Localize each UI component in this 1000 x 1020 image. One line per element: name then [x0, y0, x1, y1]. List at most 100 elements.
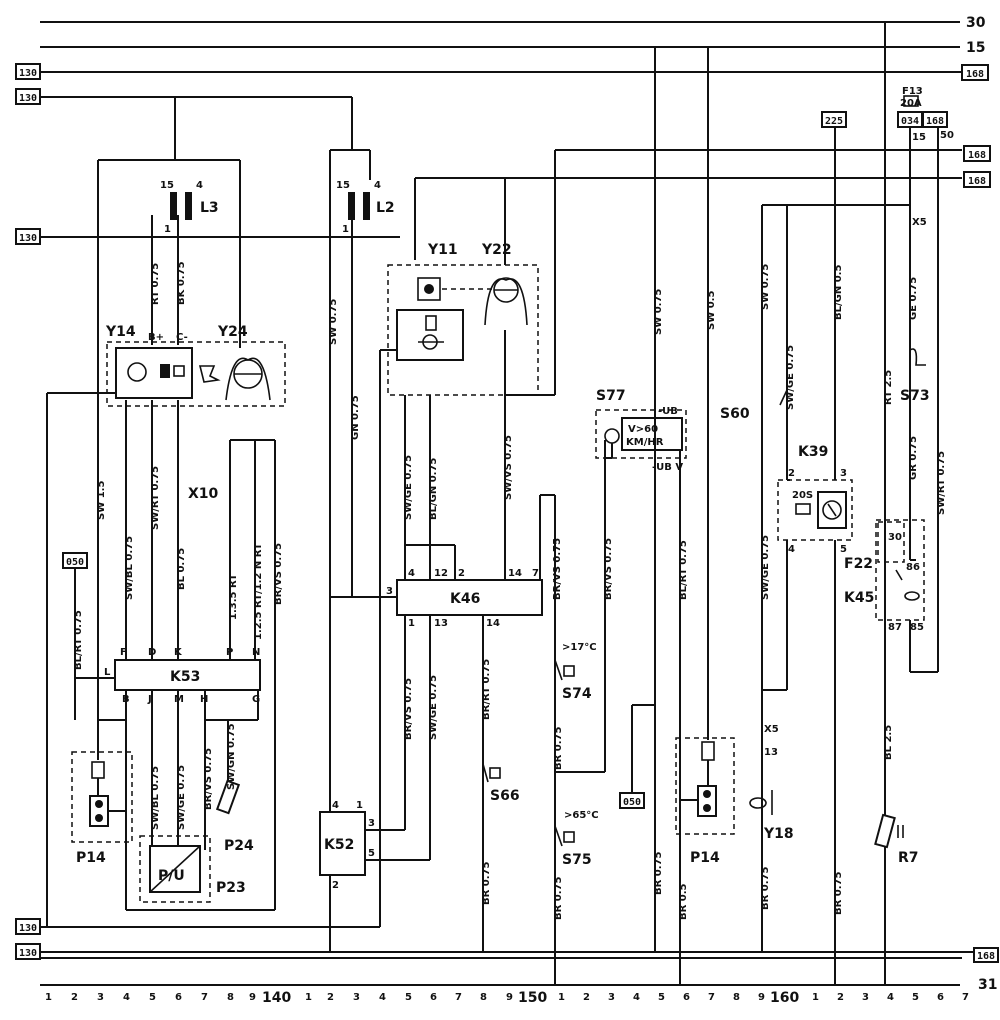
S74-symbol — [554, 659, 575, 681]
svg-text:15: 15 — [160, 180, 174, 191]
svg-text:12: 12 — [434, 568, 448, 579]
svg-text:9: 9 — [506, 992, 513, 1003]
svg-text:160: 160 — [770, 990, 799, 1006]
svg-text:F: F — [120, 647, 127, 658]
wire-label: BR 0.75 — [833, 871, 844, 915]
wire-label: SW/GE 0.75 — [760, 535, 771, 600]
svg-text:5: 5 — [405, 992, 412, 1003]
P23-label: P23 — [216, 880, 246, 896]
svg-text:4: 4 — [788, 544, 795, 555]
K46-block — [396, 579, 543, 616]
Y24-label: Y24 — [217, 324, 248, 340]
svg-text:X5: X5 — [764, 724, 779, 735]
F22-label: F22 — [844, 556, 873, 572]
wire-label: RT 0.75 — [150, 263, 161, 305]
svg-text:7: 7 — [962, 992, 969, 1003]
K39-label: K39 — [798, 444, 828, 460]
P23-block: P/U — [139, 835, 211, 903]
svg-text:1: 1 — [812, 992, 819, 1003]
svg-text:4: 4 — [123, 992, 130, 1003]
F13-amps: 20A — [900, 98, 922, 109]
S74-temp: >17°C — [562, 642, 597, 653]
ref-box-130-c: 130 — [15, 228, 41, 245]
S77-block — [595, 409, 687, 459]
middle-wiring — [329, 149, 962, 985]
S66-symbol — [482, 763, 501, 783]
svg-text:168: 168 — [968, 150, 986, 161]
svg-text:M: M — [174, 694, 184, 705]
wire-label: GN 0.75 — [350, 395, 361, 440]
svg-text:85: 85 — [910, 622, 924, 633]
svg-text:6: 6 — [683, 992, 690, 1003]
F13-label: F13 — [902, 86, 923, 97]
svg-text:8: 8 — [733, 992, 740, 1003]
svg-text:6: 6 — [175, 992, 182, 1003]
svg-text:L: L — [104, 667, 111, 678]
svg-text:140: 140 — [262, 990, 291, 1006]
svg-text:4: 4 — [887, 992, 894, 1003]
svg-text:5: 5 — [149, 992, 156, 1003]
K45-label: K45 — [844, 590, 874, 606]
svg-text:5: 5 — [840, 544, 847, 555]
svg-text:050: 050 — [623, 797, 641, 808]
svg-text:2: 2 — [837, 992, 844, 1003]
svg-text:3: 3 — [386, 586, 393, 597]
wire-label: SW 0.75 — [653, 289, 664, 335]
ref-box-168-e: 168 — [922, 111, 948, 128]
svg-text:130: 130 — [19, 923, 37, 934]
wire-label: SW/GE 0.75 — [428, 675, 439, 740]
rail-30-label: 30 — [966, 15, 986, 31]
svg-text:1: 1 — [558, 992, 565, 1003]
svg-text:87: 87 — [888, 622, 902, 633]
svg-text:4: 4 — [332, 800, 339, 811]
svg-text:4: 4 — [379, 992, 386, 1003]
wire-label: BR/VS 0.75 — [203, 748, 214, 810]
wire-label: 1.2.5 RT/1.2 N RT — [253, 543, 264, 640]
wire-label: BL/RT 0.75 — [73, 610, 84, 670]
K52-block — [319, 811, 366, 876]
svg-text:X5: X5 — [912, 217, 927, 228]
wire-label: GE 0.75 — [908, 277, 919, 320]
Y18-label: Y18 — [763, 826, 794, 842]
svg-text:4: 4 — [408, 568, 415, 579]
svg-text:7: 7 — [532, 568, 539, 579]
svg-text:N: N — [252, 647, 260, 658]
K39-block — [777, 479, 853, 541]
svg-text:168: 168 — [926, 116, 944, 127]
P14-right-block — [675, 737, 735, 835]
svg-text:K: K — [174, 647, 183, 658]
svg-text:2: 2 — [458, 568, 465, 579]
svg-text:2: 2 — [332, 880, 339, 891]
ref-box-130-b: 130 — [15, 88, 41, 105]
svg-text:KM/HR: KM/HR — [626, 437, 664, 448]
svg-text:8: 8 — [480, 992, 487, 1003]
wire-label: BR 0.5 — [678, 883, 689, 920]
ref-box-225: 225 — [821, 111, 847, 128]
svg-text:7: 7 — [708, 992, 715, 1003]
svg-text:1: 1 — [164, 224, 171, 235]
svg-text:86: 86 — [906, 562, 920, 573]
P14-right-label: P14 — [690, 850, 720, 866]
svg-text:J: J — [147, 694, 152, 705]
svg-text:3: 3 — [353, 992, 360, 1003]
ref-box-130-d: 130 — [15, 918, 41, 935]
K53-block — [114, 659, 261, 691]
svg-text:2: 2 — [788, 468, 795, 479]
wire-label: BR/RT 0.75 — [481, 659, 492, 720]
coil-L3 — [170, 192, 192, 220]
svg-text:034: 034 — [901, 116, 919, 127]
S60-label: S60 — [720, 406, 750, 422]
svg-text:130: 130 — [19, 93, 37, 104]
svg-text:3: 3 — [97, 992, 104, 1003]
power-rails — [40, 21, 976, 986]
svg-text:2: 2 — [71, 992, 78, 1003]
ref-box-130-a: 130 — [15, 63, 41, 80]
wire-label: BR/VS 0.75 — [552, 538, 563, 600]
wire-label: BR 0.75 — [481, 861, 492, 905]
svg-text:20S: 20S — [792, 490, 813, 501]
P14-left-block — [71, 751, 133, 843]
Y18-symbol — [749, 790, 773, 815]
svg-text:150: 150 — [518, 990, 547, 1006]
P24-symbol — [215, 779, 241, 815]
wire-label: BL/RT 0.75 — [678, 540, 689, 600]
